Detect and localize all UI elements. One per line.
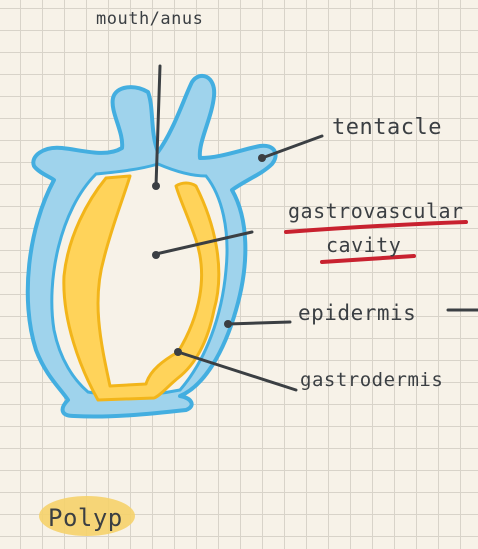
tentacle-label: tentacle bbox=[332, 115, 442, 140]
gastrodermis-label: gastrodermis bbox=[300, 369, 443, 391]
gastrovascular-label: gastrovascular bbox=[288, 199, 464, 223]
gastrodermis-layer bbox=[62, 174, 221, 402]
tentacle-dot bbox=[258, 154, 266, 162]
epidermis-leader-line bbox=[226, 320, 292, 326]
page-title: Polyp bbox=[48, 504, 123, 532]
tentacle-leader-line bbox=[260, 134, 324, 160]
title-highlight bbox=[39, 496, 135, 536]
cavity-label: cavity bbox=[326, 233, 401, 257]
epidermis-label: epidermis bbox=[298, 301, 416, 325]
cavity-underline bbox=[320, 254, 416, 264]
gastrodermis-leader-line bbox=[176, 350, 298, 392]
gastrodermis-dot bbox=[174, 348, 182, 356]
mouth-anus-leader-line bbox=[154, 64, 162, 188]
epidermis-dot bbox=[224, 320, 232, 328]
cavity-dot bbox=[152, 251, 160, 259]
cavity-leader-line bbox=[154, 230, 254, 256]
gastrovascular-underline bbox=[284, 220, 468, 234]
mouth-anus-label: mouth/anus bbox=[96, 9, 203, 29]
mouth-anus-dot bbox=[152, 182, 160, 190]
